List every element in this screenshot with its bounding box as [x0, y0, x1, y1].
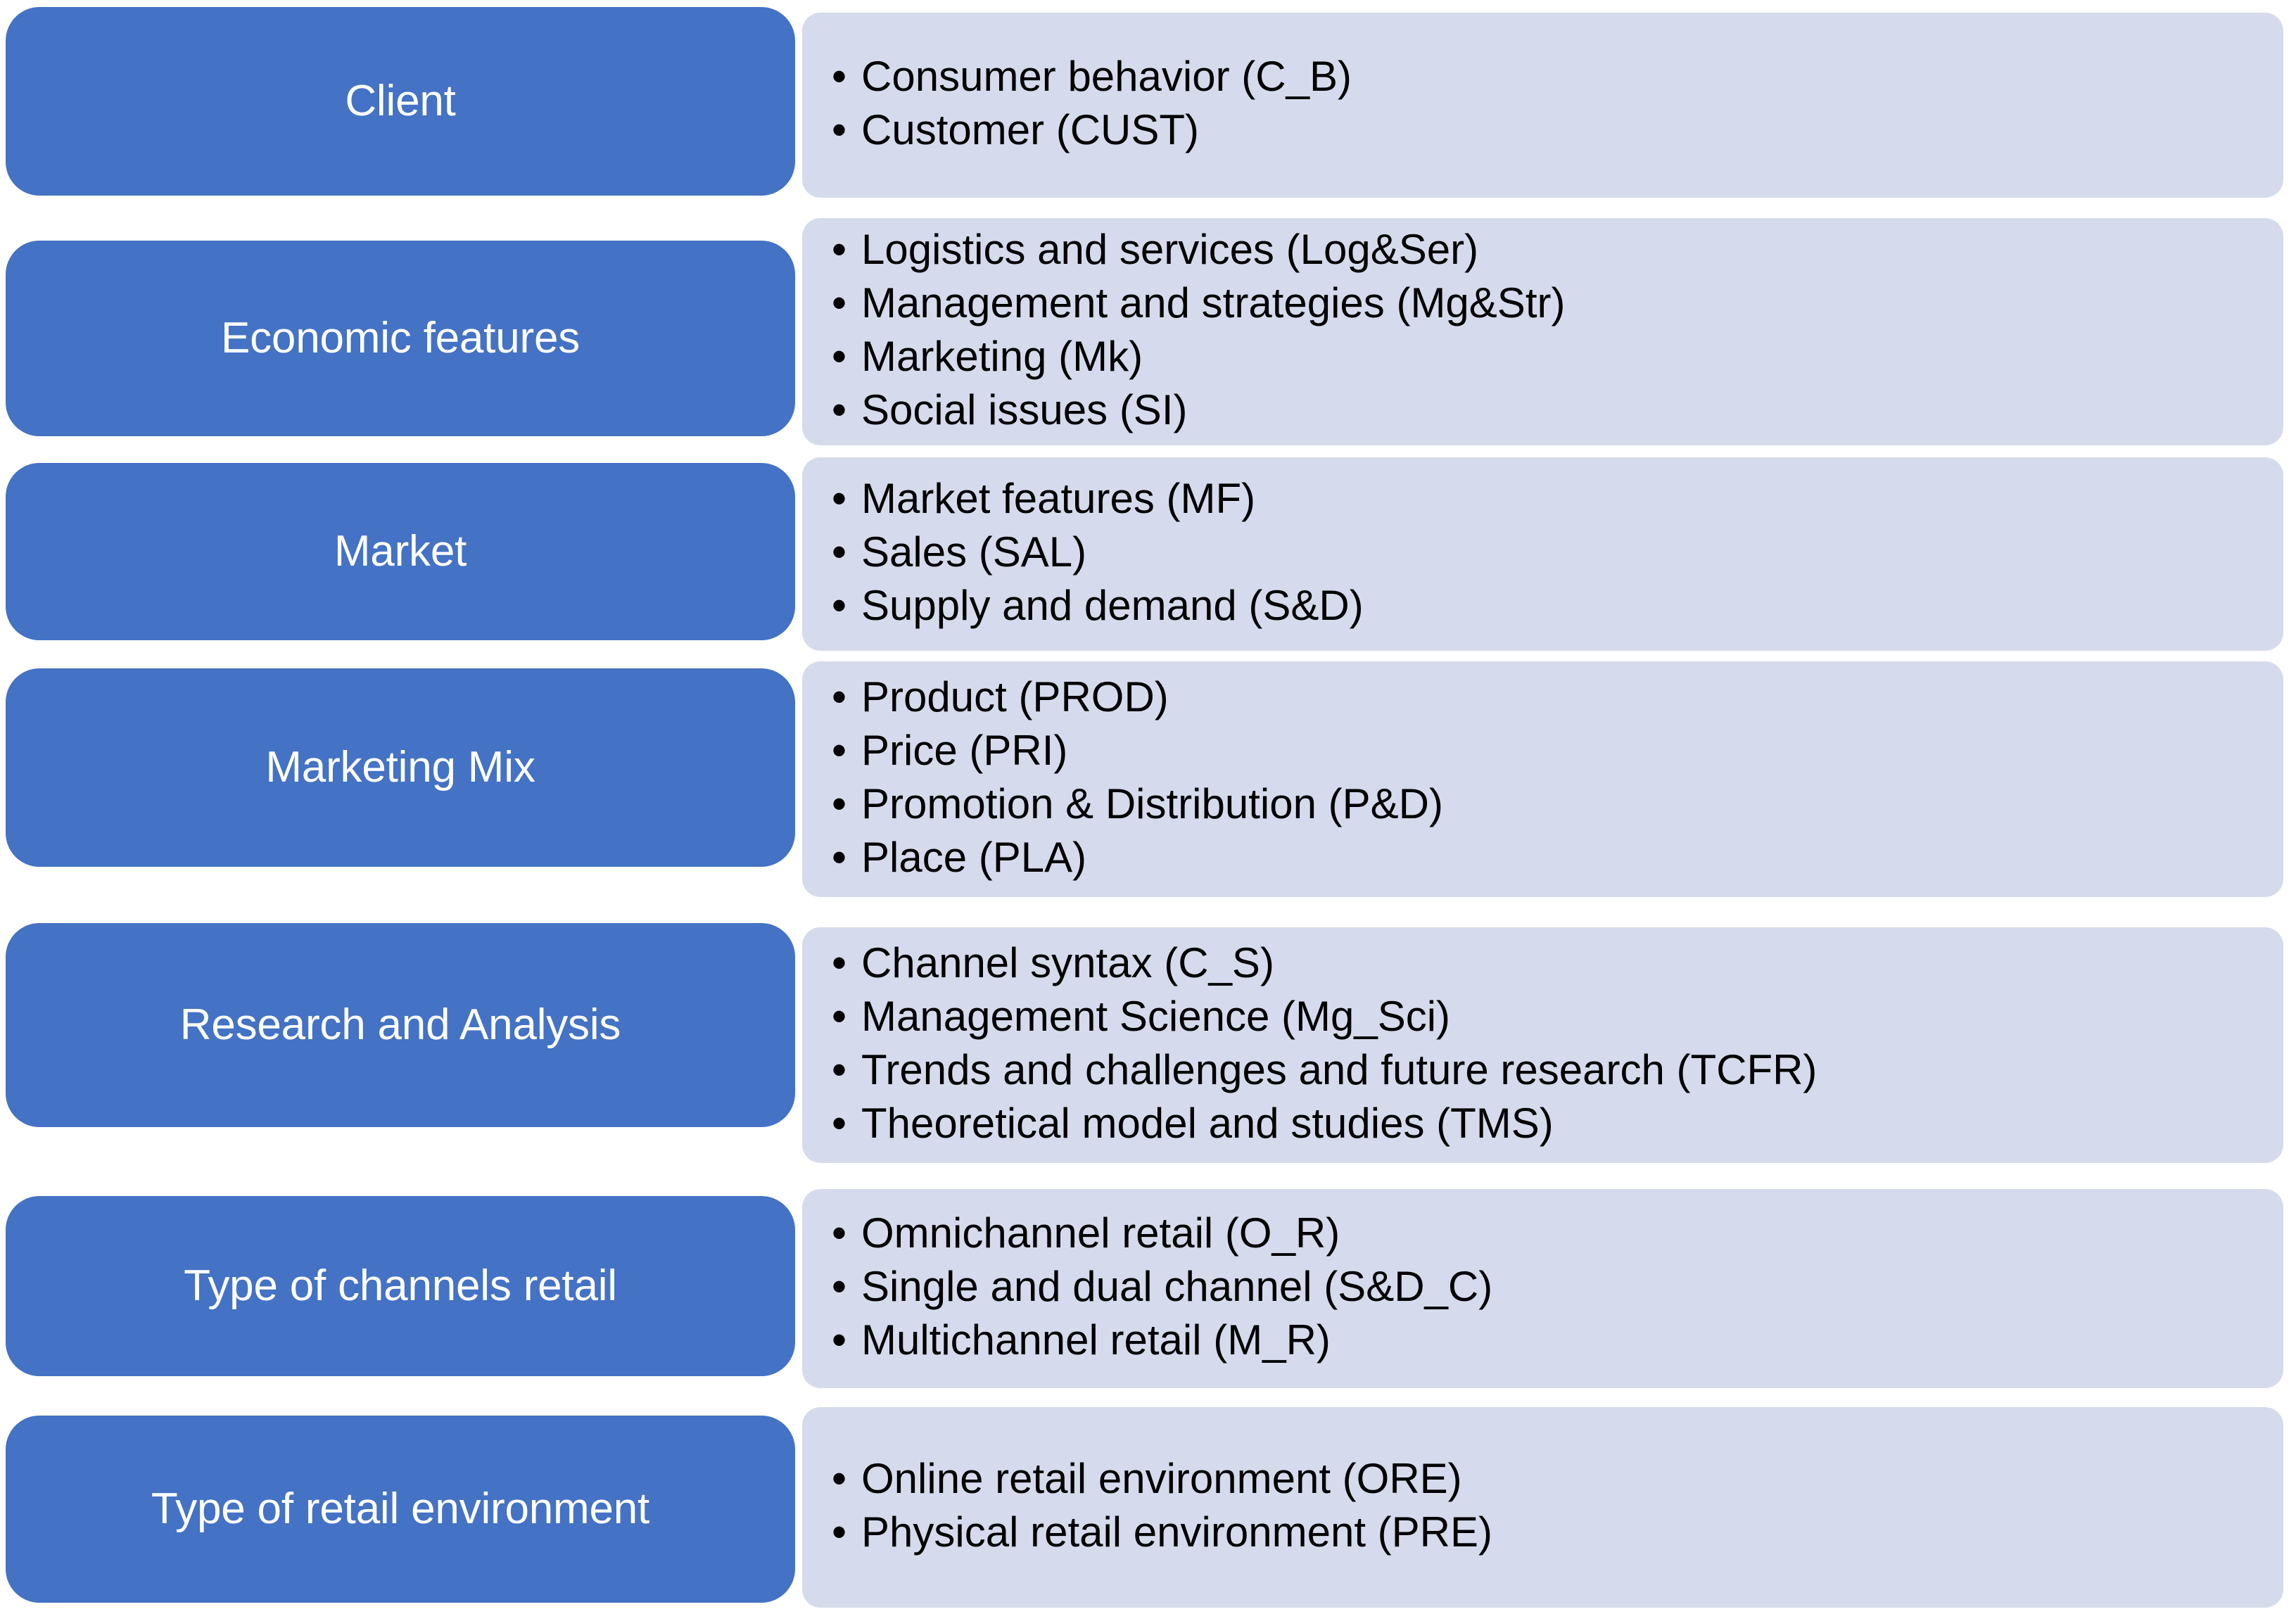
bullet-dot-icon: • — [832, 1262, 847, 1310]
list-item: • Logistics and services (Log&Ser) — [826, 223, 2259, 276]
list-item: • Theoretical model and studies (TMS) — [826, 1097, 2259, 1150]
list-item-text: Supply and demand (S&D) — [861, 582, 1364, 630]
list-item-text: Price (PRI) — [861, 726, 1068, 774]
bullet-list: • Consumer behavior (C_B) • Customer (CUST… — [826, 50, 2259, 157]
list-item: • Single and dual channel (S&D_C) — [826, 1260, 2259, 1314]
list-item-text: Market features (MF) — [861, 474, 1256, 522]
list-item: • Supply and demand (S&D) — [826, 579, 2259, 632]
category-items-box-marketing-mix: • Product (PROD) • Price (PRI) • Promotion … — [802, 661, 2283, 894]
list-item: • Multichannel retail (M_R) — [826, 1314, 2259, 1367]
category-label-text: Market — [334, 527, 467, 576]
bullet-dot-icon: • — [832, 1100, 847, 1148]
list-item-text: Customer (CUST) — [861, 106, 1200, 153]
list-item-text: Theoretical model and studies (TMS) — [861, 1100, 1554, 1148]
bullet-list: • Market features (MF) • Sales (SAL) • Supp… — [826, 472, 2259, 633]
category-label-text: Economic features — [220, 314, 581, 363]
bullet-dot-icon: • — [832, 1316, 847, 1364]
list-item: • Trends and challenges and future resear… — [826, 1043, 2259, 1097]
list-item: • Management and strategies (Mg&Str) — [826, 276, 2259, 330]
list-item-text: Omnichannel retail (O_R) — [861, 1209, 1340, 1257]
list-item: • Place (PLA) — [826, 831, 2259, 884]
category-label-box-research-and-analysis[interactable]: Research and Analysis — [6, 923, 795, 1127]
list-item-text: Channel syntax (C_S) — [861, 939, 1274, 986]
list-item-text: Management and strategies (Mg&Str) — [861, 279, 1566, 326]
category-items-box-economic-features: • Logistics and services (Log&Ser) • Manag… — [802, 218, 2283, 442]
list-item: • Market features (MF) — [826, 472, 2259, 526]
bullet-dot-icon: • — [832, 780, 847, 827]
list-item-text: Marketing (Mk) — [861, 333, 1143, 380]
bullet-list: • Logistics and services (Log&Ser) • Manag… — [826, 223, 2259, 438]
bullet-dot-icon: • — [832, 673, 847, 720]
category-label-text: Client — [345, 77, 456, 126]
category-label-box-economic-features[interactable]: Economic features — [6, 241, 795, 436]
list-item-text: Management Science (Mg_Sci) — [861, 992, 1451, 1040]
bullet-dot-icon: • — [832, 1508, 847, 1556]
bullet-list: • Omnichannel retail (O_R) • Single and du… — [826, 1207, 2259, 1368]
list-item: • Product (PROD) — [826, 670, 2259, 724]
category-label-box-marketing-mix[interactable]: Marketing Mix — [6, 668, 795, 867]
list-item-text: Sales (SAL) — [861, 528, 1087, 576]
list-item-text: Social issues (SI) — [861, 386, 1188, 434]
category-items-box-type-of-channels-retail: • Omnichannel retail (O_R) • Single and du… — [802, 1189, 2283, 1385]
bullet-dot-icon: • — [832, 386, 847, 434]
list-item: • Consumer behavior (C_B) — [826, 50, 2259, 103]
bullet-dot-icon: • — [832, 939, 847, 986]
list-item: • Online retail environment (ORE) — [826, 1452, 2259, 1506]
list-item-text: Single and dual channel (S&D_C) — [861, 1262, 1493, 1310]
list-item: • Price (PRI) — [826, 724, 2259, 777]
list-item-text: Multichannel retail (M_R) — [861, 1316, 1331, 1364]
list-item: • Marketing (Mk) — [826, 330, 2259, 383]
bullet-dot-icon: • — [832, 726, 847, 774]
list-item: • Channel syntax (C_S) — [826, 936, 2259, 990]
category-label-text: Research and Analysis — [179, 1000, 621, 1050]
list-item-text: Place (PLA) — [861, 834, 1087, 882]
bullet-dot-icon: • — [832, 474, 847, 522]
list-item: • Social issues (SI) — [826, 383, 2259, 437]
bullet-dot-icon: • — [832, 582, 847, 630]
category-items-box-client: • Consumer behavior (C_B) • Customer (CUST… — [802, 13, 2283, 194]
list-item: • Customer (CUST) — [826, 103, 2259, 157]
bullet-dot-icon: • — [832, 279, 847, 326]
list-item-text: Physical retail environment (PRE) — [861, 1508, 1492, 1556]
category-label-box-client[interactable]: Client — [6, 7, 795, 196]
category-label-text: Type of channels retail — [184, 1261, 617, 1311]
category-label-text: Marketing Mix — [265, 743, 535, 792]
category-items-box-market: • Market features (MF) • Sales (SAL) • Supp… — [802, 457, 2283, 647]
list-item: • Management Science (Mg_Sci) — [826, 990, 2259, 1043]
category-label-text: Type of retail environment — [151, 1485, 650, 1534]
bullet-dot-icon: • — [832, 225, 847, 273]
category-label-box-type-of-channels-retail[interactable]: Type of channels retail — [6, 1196, 795, 1376]
list-item: • Promotion & Distribution (P&D) — [826, 777, 2259, 831]
category-items-box-research-and-analysis: • Channel syntax (C_S) • Management Scienc… — [802, 927, 2283, 1159]
bullet-dot-icon: • — [832, 834, 847, 882]
bullet-dot-icon: • — [832, 1046, 847, 1093]
list-item: • Omnichannel retail (O_R) — [826, 1207, 2259, 1260]
bullet-dot-icon: • — [832, 333, 847, 380]
bullet-dot-icon: • — [832, 992, 847, 1040]
list-item-text: Trends and challenges and future researc… — [861, 1046, 1818, 1093]
list-item-text: Promotion & Distribution (P&D) — [861, 780, 1443, 827]
bullet-dot-icon: • — [832, 106, 847, 153]
list-item-text: Logistics and services (Log&Ser) — [861, 225, 1479, 273]
category-items-box-type-of-retail-environment: • Online retail environment (ORE) • Physic… — [802, 1407, 2283, 1604]
list-item: • Physical retail environment (PRE) — [826, 1506, 2259, 1559]
bullet-dot-icon: • — [832, 52, 847, 100]
bullet-dot-icon: • — [832, 528, 847, 576]
bullet-list: • Product (PROD) • Price (PRI) • Promotion … — [826, 670, 2259, 885]
bullet-list: • Online retail environment (ORE) • Physic… — [826, 1452, 2259, 1559]
bullet-dot-icon: • — [832, 1454, 847, 1502]
list-item-text: Online retail environment (ORE) — [861, 1454, 1462, 1502]
bullet-list: • Channel syntax (C_S) • Management Scienc… — [826, 936, 2259, 1151]
category-label-box-market[interactable]: Market — [6, 463, 795, 640]
category-label-box-type-of-retail-environment[interactable]: Type of retail environment — [6, 1416, 795, 1603]
list-item: • Sales (SAL) — [826, 526, 2259, 579]
bullet-dot-icon: • — [832, 1209, 847, 1257]
list-item-text: Product (PROD) — [861, 673, 1169, 720]
list-item-text: Consumer behavior (C_B) — [861, 52, 1352, 100]
